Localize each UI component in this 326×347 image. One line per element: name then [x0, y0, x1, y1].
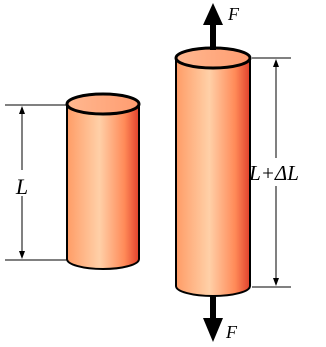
top-force-arrow-icon	[203, 3, 223, 50]
original-length-dimension	[5, 104, 68, 261]
stretched-cylinder-top	[174, 46, 252, 70]
original-cylinder	[65, 92, 141, 270]
top-force-label: F	[227, 4, 240, 24]
stretched-cylinder-body	[175, 57, 251, 297]
bottom-force-label: F	[225, 322, 238, 342]
stretched-length-label: L+ΔL	[248, 161, 299, 185]
stretched-cylinder	[174, 46, 252, 297]
original-length-label: L	[15, 174, 28, 199]
original-cylinder-top	[65, 92, 141, 116]
original-cylinder-body	[66, 103, 140, 270]
bottom-force-arrow-icon	[203, 295, 223, 342]
stretched-length-dimension	[252, 57, 291, 288]
